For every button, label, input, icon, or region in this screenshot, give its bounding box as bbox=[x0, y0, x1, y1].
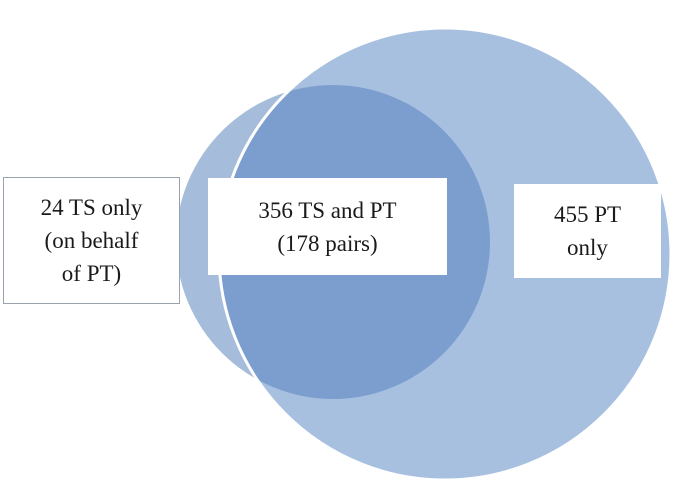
ts-and-pt-line-2: (178 pairs) bbox=[277, 230, 378, 256]
ts-and-pt-label: 356 TS and PT (178 pairs) bbox=[208, 178, 447, 275]
ts-only-label: 24 TS only (on behalf of PT) bbox=[3, 177, 180, 304]
ts-only-line-3: of PT) bbox=[61, 261, 122, 286]
pt-only-label: 455 PT only bbox=[514, 184, 661, 278]
ts-only-line-1: 24 TS only bbox=[40, 195, 143, 220]
pt-only-line-1: 455 PT bbox=[553, 202, 622, 227]
ts-and-pt-line-1: 356 TS and PT bbox=[258, 197, 397, 223]
ts-only-line-2: (on behalf bbox=[44, 228, 139, 253]
pt-only-line-2: only bbox=[567, 235, 608, 260]
